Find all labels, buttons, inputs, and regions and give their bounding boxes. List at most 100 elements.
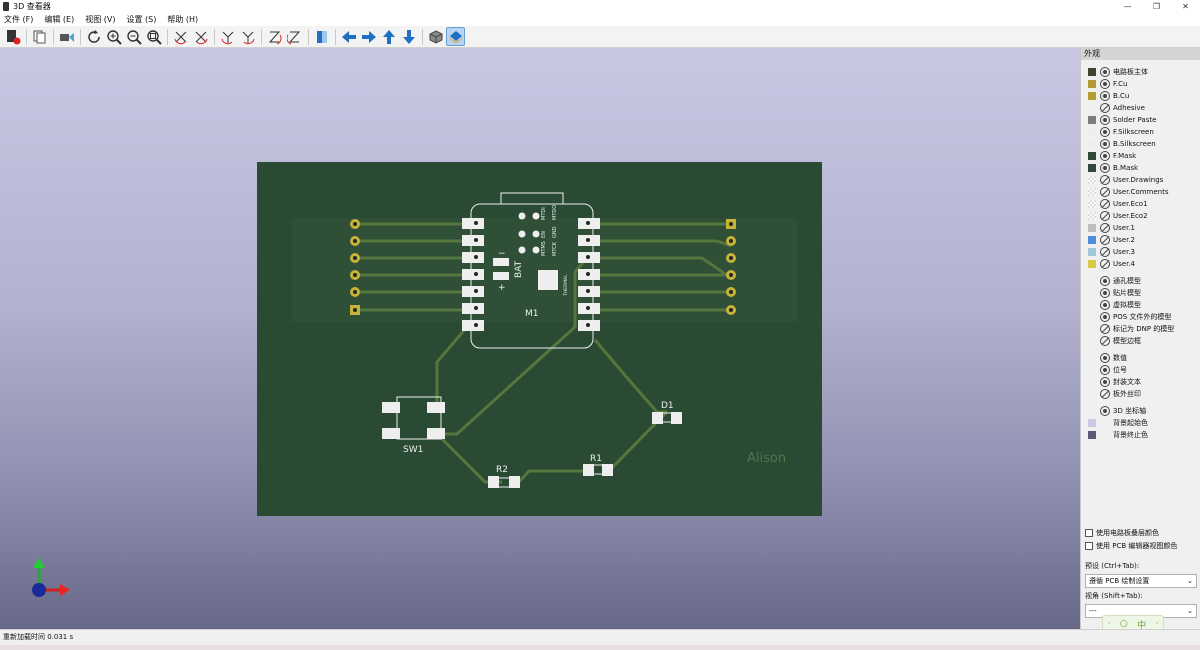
layer-color-swatch[interactable]	[1088, 224, 1096, 232]
layer-color-swatch[interactable]	[1088, 354, 1096, 362]
layer-row[interactable]: User.Eco1	[1088, 198, 1200, 210]
layer-row[interactable]: User.3	[1088, 246, 1200, 258]
layer-color-swatch[interactable]	[1088, 116, 1096, 124]
eye-hidden-icon[interactable]	[1100, 389, 1110, 399]
move-right-button[interactable]	[359, 27, 378, 46]
eye-icon[interactable]	[1100, 151, 1110, 161]
eye-icon[interactable]	[1100, 365, 1110, 375]
zoom-fit-button[interactable]	[144, 27, 163, 46]
eye-icon[interactable]	[1100, 115, 1110, 125]
camera-button[interactable]	[57, 27, 76, 46]
eye-icon[interactable]	[1100, 300, 1110, 310]
layer-color-swatch[interactable]	[1088, 277, 1096, 285]
eye-hidden-icon[interactable]	[1100, 103, 1110, 113]
eye-icon[interactable]	[1100, 288, 1110, 298]
layer-row[interactable]: User.4	[1088, 258, 1200, 270]
move-left-button[interactable]	[339, 27, 358, 46]
layer-color-swatch[interactable]	[1088, 337, 1096, 345]
layer-row[interactable]: User.Comments	[1088, 186, 1200, 198]
layer-row[interactable]: User.1	[1088, 222, 1200, 234]
layer-color-swatch[interactable]	[1088, 366, 1096, 374]
layer-color-swatch[interactable]	[1088, 68, 1096, 76]
eye-hidden-icon[interactable]	[1100, 223, 1110, 233]
menu-file[interactable]: 文件 (F)	[4, 15, 34, 24]
eye-hidden-icon[interactable]	[1100, 235, 1110, 245]
layer-color-swatch[interactable]	[1088, 236, 1096, 244]
eye-icon[interactable]	[1100, 91, 1110, 101]
layer-color-swatch[interactable]	[1088, 80, 1096, 88]
render-raytrace-button[interactable]	[3, 27, 22, 46]
layer-row[interactable]: POS 文件外的模型	[1088, 311, 1200, 323]
layer-color-swatch[interactable]	[1088, 419, 1096, 427]
eye-hidden-icon[interactable]	[1100, 336, 1110, 346]
layer-color-swatch[interactable]	[1088, 390, 1096, 398]
menu-help[interactable]: 帮助 (H)	[167, 15, 199, 24]
move-up-button[interactable]	[379, 27, 398, 46]
eye-icon[interactable]	[1100, 406, 1110, 416]
eye-icon[interactable]	[1100, 139, 1110, 149]
layer-color-swatch[interactable]	[1088, 104, 1096, 112]
minimize-button[interactable]: —	[1123, 2, 1132, 11]
layer-row[interactable]: F.Cu	[1088, 78, 1200, 90]
layer-color-swatch[interactable]	[1088, 431, 1096, 439]
checkbox-box[interactable]	[1085, 528, 1093, 537]
layer-row[interactable]: Solder Paste	[1088, 114, 1200, 126]
eye-icon[interactable]	[1100, 377, 1110, 387]
orthographic-button[interactable]	[426, 27, 445, 46]
menu-settings[interactable]: 设置 (S)	[126, 15, 157, 24]
close-button[interactable]: ✕	[1182, 2, 1189, 11]
layer-row[interactable]: F.Mask	[1088, 150, 1200, 162]
layer-row[interactable]: User.Drawings	[1088, 174, 1200, 186]
layer-color-swatch[interactable]	[1088, 260, 1096, 268]
layer-color-swatch[interactable]	[1088, 128, 1096, 136]
layer-row[interactable]: 板外丝印	[1088, 388, 1200, 400]
layer-color-swatch[interactable]	[1088, 152, 1096, 160]
rotate-z-ccw-button[interactable]	[285, 27, 304, 46]
rotate-z-cw-button[interactable]	[265, 27, 284, 46]
layer-row[interactable]: B.Mask	[1088, 162, 1200, 174]
menu-view[interactable]: 视图 (V)	[85, 15, 116, 24]
eye-icon[interactable]	[1100, 127, 1110, 137]
layer-row[interactable]: 背景起始色	[1088, 417, 1200, 429]
eye-hidden-icon[interactable]	[1100, 259, 1110, 269]
layer-row[interactable]: 虚拟模型	[1088, 299, 1200, 311]
layer-color-swatch[interactable]	[1088, 378, 1096, 386]
layer-color-swatch[interactable]	[1088, 248, 1096, 256]
zoom-in-button[interactable]	[104, 27, 123, 46]
layer-color-swatch[interactable]	[1088, 188, 1096, 196]
layer-row[interactable]: User.2	[1088, 234, 1200, 246]
layer-row[interactable]: B.Cu	[1088, 90, 1200, 102]
flip-board-button[interactable]	[312, 27, 331, 46]
layer-color-swatch[interactable]	[1088, 92, 1096, 100]
move-down-button[interactable]	[399, 27, 418, 46]
layer-color-swatch[interactable]	[1088, 200, 1096, 208]
layer-color-swatch[interactable]	[1088, 407, 1096, 415]
use-pcb-editor-colors-checkbox[interactable]: 使用 PCB 编辑器视图颜色	[1081, 539, 1200, 552]
layer-color-swatch[interactable]	[1088, 301, 1096, 309]
eye-hidden-icon[interactable]	[1100, 324, 1110, 334]
layers-toggle-button[interactable]	[446, 27, 465, 46]
checkbox-box[interactable]	[1085, 541, 1093, 550]
layer-color-swatch[interactable]	[1088, 313, 1096, 321]
eye-hidden-icon[interactable]	[1100, 175, 1110, 185]
eye-icon[interactable]	[1100, 312, 1110, 322]
layer-row[interactable]: 通孔模型	[1088, 275, 1200, 287]
layer-row[interactable]: 标记为 DNP 的模型	[1088, 323, 1200, 335]
layer-color-swatch[interactable]	[1088, 289, 1096, 297]
eye-icon[interactable]	[1100, 79, 1110, 89]
layer-row[interactable]: 电路板主体	[1088, 66, 1200, 78]
menu-edit[interactable]: 编辑 (E)	[44, 15, 75, 24]
layer-row[interactable]: 封装文本	[1088, 376, 1200, 388]
reload-button[interactable]	[84, 27, 103, 46]
eye-hidden-icon[interactable]	[1100, 247, 1110, 257]
rotate-x-cw-button[interactable]	[171, 27, 190, 46]
maximize-button[interactable]: ❐	[1152, 2, 1161, 11]
eye-icon[interactable]	[1100, 67, 1110, 77]
layer-color-swatch[interactable]	[1088, 164, 1096, 172]
eye-hidden-icon[interactable]	[1100, 211, 1110, 221]
layer-row[interactable]: User.Eco2	[1088, 210, 1200, 222]
layer-row[interactable]: F.Silkscreen	[1088, 126, 1200, 138]
eye-hidden-icon[interactable]	[1100, 199, 1110, 209]
eye-icon[interactable]	[1100, 163, 1110, 173]
layer-color-swatch[interactable]	[1088, 212, 1096, 220]
